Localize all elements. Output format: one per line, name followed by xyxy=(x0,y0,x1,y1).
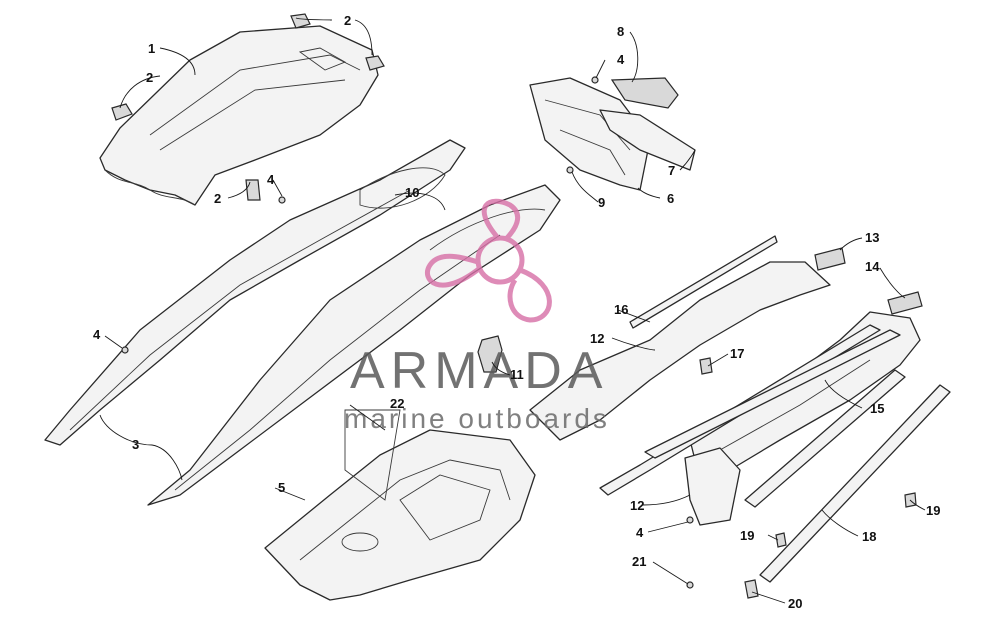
part-trim-lower xyxy=(684,447,741,526)
callout-2-left: 2 xyxy=(146,70,153,85)
part-flap xyxy=(599,109,696,171)
part-plug xyxy=(477,335,503,373)
part-side-panel-left xyxy=(44,139,466,446)
watermark-brand: ARMADA xyxy=(350,342,608,400)
part-strip xyxy=(629,235,778,329)
callout-labels: 1 2 2 2 3 4 4 4 4 5 6 7 8 9 10 11 12 12 … xyxy=(93,13,940,611)
callout-1: 1 xyxy=(148,41,155,56)
part-side-panel-right xyxy=(147,184,561,506)
callout-19-right: 19 xyxy=(926,503,940,518)
callout-19-left: 19 xyxy=(740,528,754,543)
callout-16: 16 xyxy=(614,302,628,317)
part-hood-cover xyxy=(99,25,379,206)
callout-4-a: 4 xyxy=(267,172,275,187)
callout-4-d: 4 xyxy=(636,525,644,540)
callout-17: 17 xyxy=(730,346,744,361)
callout-20: 20 xyxy=(788,596,802,611)
callout-4-c: 4 xyxy=(617,52,625,67)
watermark-logo-icon xyxy=(425,198,552,323)
callout-4-b: 4 xyxy=(93,327,101,342)
callout-10: 10 xyxy=(405,185,419,200)
callout-5: 5 xyxy=(278,480,285,495)
callout-7: 7 xyxy=(668,163,675,178)
part-trim-upper xyxy=(529,261,831,441)
part-handle xyxy=(610,77,679,109)
part-rails xyxy=(599,324,951,583)
callout-12-bottom: 12 xyxy=(630,498,644,513)
callout-6: 6 xyxy=(667,191,674,206)
part-clips xyxy=(111,13,385,201)
part-storage-bin xyxy=(264,429,536,601)
watermark-tagline: marine outboards xyxy=(344,403,610,434)
callout-8: 8 xyxy=(617,24,624,39)
callout-2-top: 2 xyxy=(344,13,351,28)
callout-21: 21 xyxy=(632,554,646,569)
callout-3: 3 xyxy=(132,437,139,452)
callout-11: 11 xyxy=(510,367,524,382)
callout-2-bottom: 2 xyxy=(214,191,221,206)
callout-18: 18 xyxy=(862,529,876,544)
part-decals xyxy=(814,247,923,315)
callout-13: 13 xyxy=(865,230,879,245)
callout-9: 9 xyxy=(598,195,605,210)
leader-lines xyxy=(99,17,926,604)
part-gasket xyxy=(344,409,401,501)
callout-15: 15 xyxy=(870,401,884,416)
callout-22: 22 xyxy=(390,396,404,411)
callout-14: 14 xyxy=(865,259,880,274)
callout-12-top: 12 xyxy=(590,331,604,346)
